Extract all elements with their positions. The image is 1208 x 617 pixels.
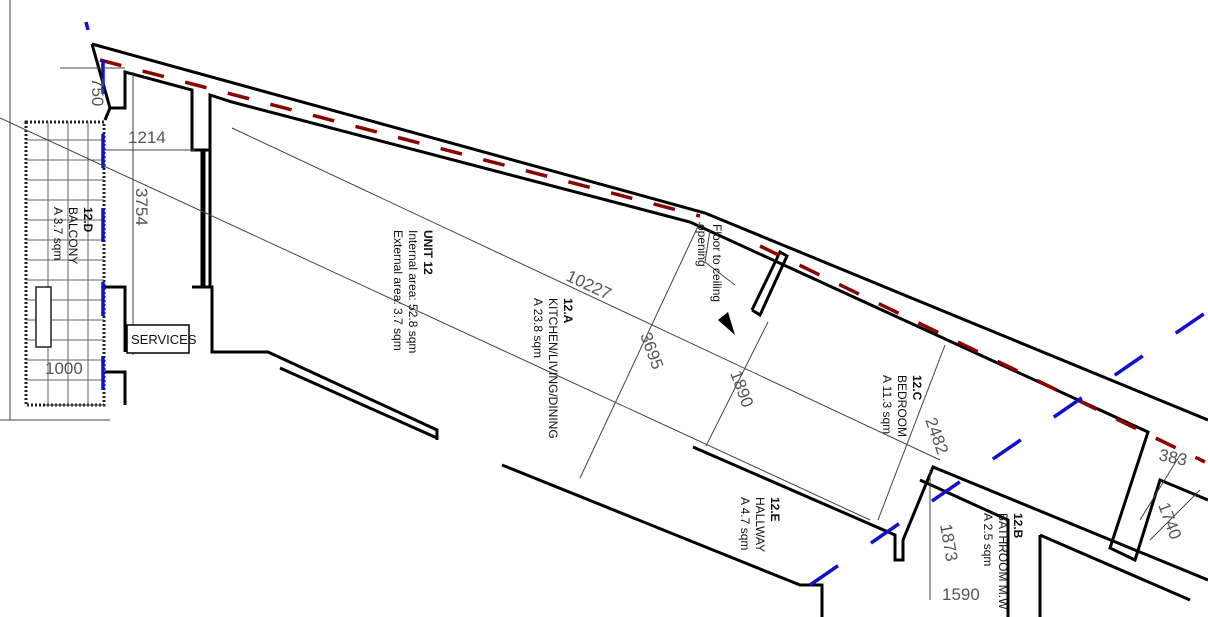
room-name: HALLWAY: [753, 497, 767, 552]
unit-internal-area: Internal area: 52.8 sqm: [406, 230, 420, 353]
room-area: A 4.7 sqm: [738, 497, 752, 550]
room-id: 12.D: [81, 207, 95, 233]
dimension-383: 383: [1157, 445, 1189, 469]
dimension-1873: 1873: [936, 522, 961, 563]
dimension-1000: 1000: [45, 359, 83, 378]
external-wall-line: [759, 244, 1206, 464]
room-name: BATHROOM M.W: [996, 513, 1010, 610]
dimension-3754: 3754: [132, 188, 151, 226]
floor-to-ceiling-note: Floor to ceiling opening: [695, 224, 724, 302]
room-area: A 3.7 sqm: [51, 207, 65, 260]
services-label: SERVICES: [131, 332, 197, 347]
room-label-12a: 12.A KITCHEN/LIVING/DINING A 23.8 sqm: [531, 298, 575, 439]
external-wall-line: [99, 58, 701, 218]
room-id: 12.A: [561, 298, 575, 324]
dimension-lines: [0, 67, 1201, 600]
dimension-1214: 1214: [128, 128, 166, 147]
room-name: BALCONY: [66, 207, 80, 264]
dimension-750: 750: [88, 78, 107, 106]
unit-external-area: External area: 3.7 sqm: [391, 230, 405, 351]
room-area: A 23.8 sqm: [531, 298, 545, 358]
room-area: A 2.5 sqm: [981, 513, 995, 566]
arrow-icon: [718, 312, 735, 335]
dimension-2482: 2482: [921, 415, 952, 457]
services-box: [126, 324, 190, 354]
unit-title: UNIT 12: [421, 230, 435, 275]
boundary-line: [809, 311, 1206, 587]
room-id: 12.E: [768, 497, 782, 522]
room-id: 12.B: [1011, 513, 1025, 539]
room-area: A 11.3 sqm: [880, 375, 894, 434]
dimension-1590: 1590: [942, 585, 980, 604]
room-label-12d: 12.D BALCONY A 3.7 sqm: [51, 207, 95, 264]
note-line: Floor to ceiling: [710, 224, 724, 302]
note-line: opening: [695, 224, 709, 267]
room-id: 12.C: [910, 375, 924, 401]
room-label-12b: 12.B BATHROOM M.W A 2.5 sqm: [981, 513, 1025, 610]
room-label-12e: 12.E HALLWAY A 4.7 sqm: [738, 497, 782, 552]
dimension-1890: 1890: [726, 368, 757, 410]
room-label-12c: 12.C BEDROOM A 11.3 sqm: [880, 375, 924, 437]
boundary-line: [84, 21, 90, 31]
room-name: BEDROOM: [895, 375, 909, 437]
dimension-3695: 3695: [636, 330, 667, 372]
dimension-1740: 1740: [1154, 500, 1185, 542]
room-name: KITCHEN/LIVING/DINING: [546, 298, 560, 439]
